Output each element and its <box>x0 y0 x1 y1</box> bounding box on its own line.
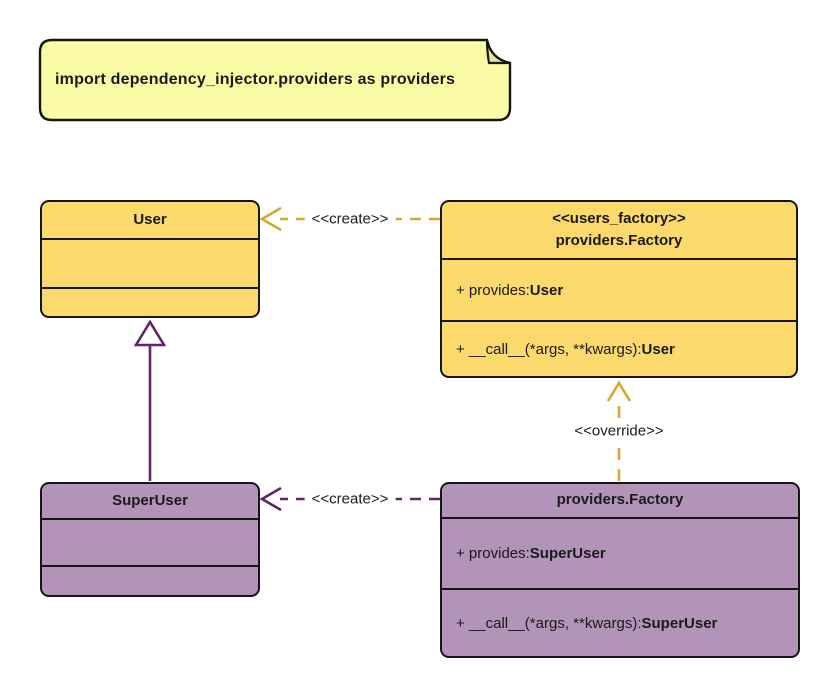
import-note-text: import dependency_injector.providers as … <box>55 71 456 88</box>
inheritance-arrow <box>133 319 167 481</box>
attribute-prefix: + provides: <box>456 281 530 299</box>
method-type: User <box>641 340 675 358</box>
create-superuser-arrowhead <box>259 486 282 512</box>
class-superuser-factory-title: providers.Factory <box>556 491 684 509</box>
class-superuser-factory: providers.Factory + provides: SuperUser … <box>440 482 800 658</box>
class-users-factory-stereotype: <<users_factory>> <box>552 209 686 227</box>
class-superuser-methods <box>42 565 258 595</box>
override-edge-label: <<override>> <box>567 421 671 441</box>
import-note: import dependency_injector.providers as … <box>40 40 510 120</box>
class-users-factory-title: providers.Factory <box>555 232 683 249</box>
class-superuser-factory-attribute: + provides: SuperUser <box>442 517 798 588</box>
class-superuser: SuperUser <box>40 482 260 597</box>
create-user-edge-label: <<create>> <box>304 209 396 229</box>
class-superuser-attributes <box>42 518 258 565</box>
class-users-factory-attribute: + provides: User <box>442 258 796 320</box>
class-user-methods <box>42 287 258 316</box>
class-user-title: User <box>133 210 167 228</box>
class-user: User <box>40 200 260 318</box>
create-user-arrowhead <box>259 206 282 232</box>
class-users-factory: <<users_factory>> providers.Factory + pr… <box>440 200 798 378</box>
class-users-factory-header: <<users_factory>> providers.Factory <box>442 202 796 258</box>
method-prefix: + __call__(*args, **kwargs): <box>456 340 642 358</box>
create-superuser-edge-label: <<create>> <box>304 489 396 509</box>
attribute-type: SuperUser <box>529 545 606 562</box>
class-superuser-factory-method: + __call__(*args, **kwargs): SuperUser <box>442 588 798 656</box>
method-prefix: + __call__(*args, **kwargs): <box>456 614 642 632</box>
override-arrowhead <box>606 380 632 402</box>
class-users-factory-method: + __call__(*args, **kwargs): User <box>442 320 796 376</box>
method-type: SuperUser <box>641 614 718 632</box>
attribute-prefix: + provides: <box>456 545 530 562</box>
class-superuser-title: SuperUser <box>112 491 188 509</box>
attribute-type: User <box>529 281 564 299</box>
inheritance-triangle <box>133 319 167 347</box>
class-user-attributes <box>42 238 258 287</box>
